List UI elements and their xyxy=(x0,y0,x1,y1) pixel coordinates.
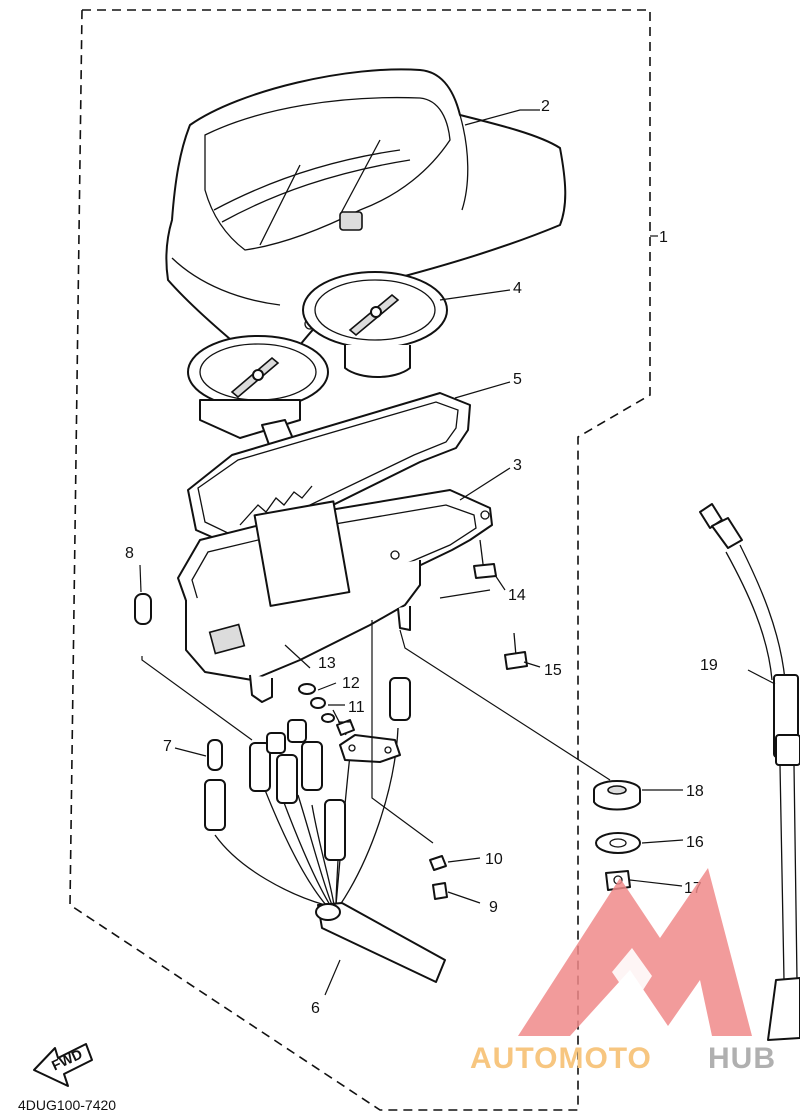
screw-15 xyxy=(504,632,528,670)
callout-9: 9 xyxy=(489,899,498,916)
callout-2: 2 xyxy=(541,98,550,115)
watermark-text-hub: HUB xyxy=(708,1042,776,1075)
callout-6: 6 xyxy=(311,1000,320,1017)
bracket xyxy=(339,734,401,763)
meter-case xyxy=(177,489,493,703)
assembly-boundary xyxy=(69,9,651,1111)
callout-4: 4 xyxy=(513,280,522,297)
callout-14: 14 xyxy=(508,587,526,604)
watermark: AUTOMOTO HUB xyxy=(470,868,776,1075)
clip-10 xyxy=(429,855,447,871)
grommet-18 xyxy=(593,780,641,811)
callout-numbers: 1 2 3 4 5 6 7 8 9 10 11 12 13 14 15 16 1… xyxy=(125,98,718,1017)
callout-8: 8 xyxy=(125,545,134,562)
gauge-faces xyxy=(187,271,448,409)
callout-18: 18 xyxy=(686,783,704,800)
fasteners-11-13 xyxy=(298,683,355,736)
diagram-code: 4DUG100-7420 xyxy=(18,1097,116,1113)
callout-11: 11 xyxy=(348,699,365,716)
callout-13: 13 xyxy=(318,655,336,672)
screw-14 xyxy=(473,539,497,579)
washer-16 xyxy=(595,832,641,854)
watermark-text-automoto: AUTOMOTO xyxy=(470,1042,652,1075)
callout-16: 16 xyxy=(686,834,704,851)
callout-19: 19 xyxy=(700,657,718,674)
meter-cable xyxy=(699,503,800,1041)
callout-15: 15 xyxy=(544,662,562,679)
screw-9 xyxy=(432,882,448,900)
bulb-sockets xyxy=(204,677,411,861)
callout-7: 7 xyxy=(163,738,172,755)
bulb-7 xyxy=(207,739,223,771)
leader-lines xyxy=(139,109,776,996)
wire-harness xyxy=(214,727,446,983)
watermark-logo xyxy=(518,868,752,1036)
bulb-8 xyxy=(134,593,152,625)
fwd-arrow: FWD xyxy=(33,1043,93,1087)
meter-cover xyxy=(165,68,567,374)
watermark-logo-inner xyxy=(612,948,652,1004)
callout-5: 5 xyxy=(513,371,522,388)
callout-10: 10 xyxy=(485,851,503,868)
callout-3: 3 xyxy=(513,457,522,474)
callout-12: 12 xyxy=(342,675,360,692)
callout-1: 1 xyxy=(659,229,668,246)
